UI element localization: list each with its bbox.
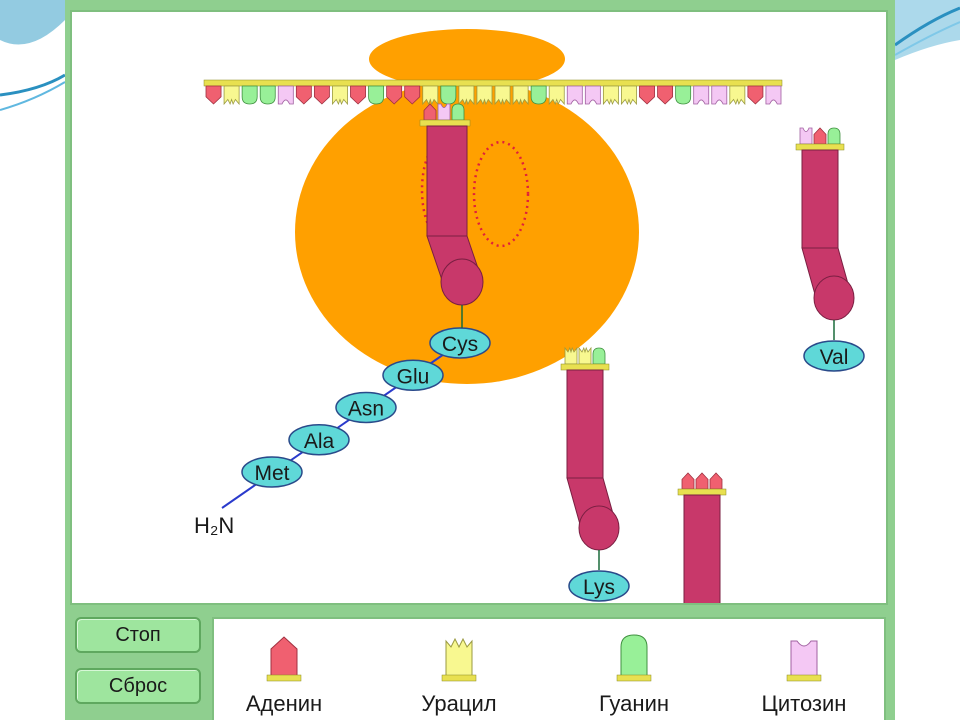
peptide-residue-glu: Glu bbox=[382, 359, 444, 391]
nucleotide-U bbox=[602, 85, 619, 106]
nucleotide-C bbox=[711, 85, 728, 105]
peptide-residue-ala: Ala bbox=[288, 424, 350, 456]
trna-molecules: Lys Val bbox=[419, 103, 865, 603]
nucleotide-C bbox=[799, 127, 813, 145]
legend-label-guanine: Гуанин bbox=[598, 691, 670, 716]
svg-text:Lys: Lys bbox=[583, 576, 615, 599]
nucleotide-C bbox=[277, 85, 294, 105]
nucleotide-A bbox=[709, 472, 723, 490]
nucleotide-U bbox=[621, 85, 637, 106]
svg-text:Val: Val bbox=[820, 346, 849, 369]
nucleotide-U bbox=[458, 85, 475, 106]
nucleotide-legend: Аденин Урацил Гуанин Цитозин bbox=[212, 617, 886, 720]
trna-empty bbox=[677, 472, 727, 603]
nucleotide-C bbox=[584, 85, 601, 105]
nucleotide-A bbox=[695, 472, 709, 490]
peptide-residue-asn: Asn bbox=[335, 391, 397, 424]
svg-text:Asn: Asn bbox=[348, 398, 384, 421]
peptide-residue-met: Met bbox=[241, 456, 303, 488]
nucleotide-G bbox=[259, 85, 276, 105]
svg-text:Ala: Ala bbox=[304, 430, 335, 453]
nucleotide-A bbox=[205, 85, 222, 105]
cytosine-icon bbox=[786, 640, 822, 682]
nucleotide-U bbox=[548, 85, 565, 106]
legend-item-guanine: Гуанин bbox=[569, 619, 699, 719]
svg-text:Glu: Glu bbox=[397, 365, 430, 388]
nucleotide-U bbox=[729, 85, 746, 106]
nucleotide-A bbox=[404, 85, 421, 105]
nucleotide-C bbox=[437, 103, 451, 121]
trna-lys: Lys bbox=[560, 346, 630, 602]
svg-text:Met: Met bbox=[254, 462, 289, 485]
nucleotide-G bbox=[451, 103, 465, 121]
nucleotide-U bbox=[476, 85, 493, 106]
trna-in-ribosome bbox=[419, 103, 484, 328]
nucleotide-A bbox=[681, 472, 695, 490]
legend-item-cytosine: Цитозин bbox=[739, 619, 869, 719]
trna-amino-acid-0: Lys bbox=[568, 570, 630, 602]
legend-item-uracil: Урацил bbox=[394, 619, 524, 719]
legend-label-adenine: Аденин bbox=[245, 691, 323, 716]
nucleotide-U bbox=[223, 85, 240, 106]
nucleotide-G bbox=[530, 85, 547, 105]
a-site-marker bbox=[472, 140, 530, 248]
nucleotide-A bbox=[747, 85, 764, 105]
nucleotide-A bbox=[295, 85, 312, 105]
nucleotide-U bbox=[332, 85, 348, 106]
nucleotide-A bbox=[386, 85, 403, 105]
amino-terminus: H₂N bbox=[194, 513, 234, 538]
nucleotide-G bbox=[827, 127, 841, 145]
trna-amino-acid-1: Val bbox=[803, 340, 865, 372]
nucleotide-G bbox=[440, 85, 457, 105]
stop-button[interactable]: Стоп bbox=[75, 617, 201, 653]
nucleotide-U bbox=[494, 85, 511, 106]
nucleotide-U bbox=[578, 346, 592, 365]
nucleotide-U bbox=[564, 346, 578, 365]
uracil-icon bbox=[441, 637, 477, 682]
nucleotide-G bbox=[675, 85, 692, 105]
mrna-strand bbox=[203, 79, 783, 106]
adenine-icon bbox=[266, 636, 302, 682]
trna-val: Val bbox=[795, 127, 865, 372]
guanine-icon bbox=[616, 634, 652, 682]
nucleotide-G bbox=[368, 85, 385, 105]
ribosome-small-subunit bbox=[369, 29, 565, 89]
legend-item-adenine: Аденин bbox=[219, 619, 349, 719]
nucleotide-U bbox=[512, 85, 529, 106]
legend-label-cytosine: Цитозин bbox=[761, 691, 847, 716]
reset-button[interactable]: Сброс bbox=[75, 668, 201, 704]
nucleotide-U bbox=[422, 85, 439, 106]
peptide-residue-cys: Cys bbox=[429, 327, 491, 359]
nucleotide-A bbox=[813, 127, 827, 145]
legend-label-uracil: Урацил bbox=[421, 691, 497, 716]
nucleotide-A bbox=[313, 85, 330, 105]
nucleotide-A bbox=[639, 85, 655, 105]
nucleotide-G bbox=[241, 85, 258, 105]
nucleotide-A bbox=[657, 85, 674, 105]
nucleotide-C bbox=[765, 85, 782, 105]
nucleotide-C bbox=[693, 85, 710, 105]
nucleotide-A bbox=[350, 85, 366, 105]
nucleotide-C bbox=[566, 85, 583, 105]
svg-text:Cys: Cys bbox=[442, 333, 478, 356]
nucleotide-G bbox=[592, 347, 606, 365]
